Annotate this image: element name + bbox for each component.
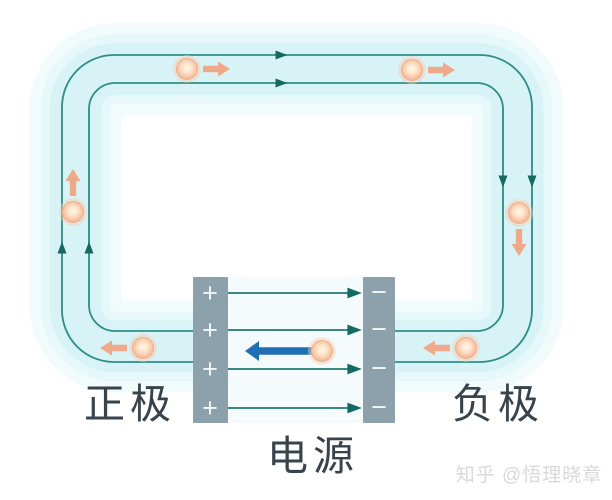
field-lines (228, 287, 362, 414)
plus-sign: + (202, 315, 218, 345)
charge-particle-right-side (505, 199, 533, 256)
negative-plate-symbols: − − − − (371, 277, 387, 422)
charge-particles (59, 55, 533, 365)
charge-particle-top-left (173, 55, 230, 83)
minus-sign: − (371, 392, 387, 422)
charge-particle-bottom-right (423, 334, 480, 362)
negative-plate (363, 277, 395, 423)
positive-terminal-label: 正极 (84, 381, 176, 427)
power-source-label: 电源 (267, 433, 359, 479)
emf-force-arrow-icon (245, 341, 313, 361)
charge-particle-bottom-left (100, 334, 157, 362)
plus-sign: + (202, 354, 218, 384)
plus-sign: + (202, 278, 218, 308)
minus-sign: − (371, 314, 387, 344)
watermark-text: 知乎 @悟理晓章 (456, 464, 603, 486)
charge-particle-left-side (59, 169, 87, 226)
positive-plate (193, 277, 228, 423)
positive-plate-symbols: + + + + (202, 278, 218, 423)
negative-terminal-label: 负极 (452, 381, 544, 427)
charge-particle-inside-source (308, 337, 336, 365)
minus-sign: − (371, 353, 387, 383)
plus-sign: + (202, 393, 218, 423)
charge-particle-top-right (398, 56, 455, 84)
minus-sign: − (371, 277, 387, 307)
